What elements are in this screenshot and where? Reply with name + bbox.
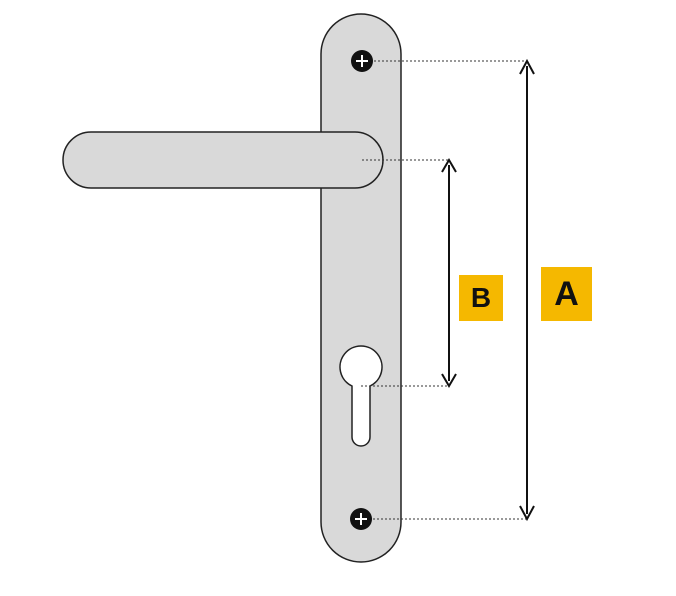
keyhole [339,345,383,447]
dimension-arrow-b [441,158,457,388]
screw-head-icon-bottom [350,508,372,530]
screw-head-icon-top [351,50,373,72]
dimension-label-a: A [541,267,592,321]
backplate [320,13,402,563]
dimension-label-b: B [459,275,503,321]
dimension-arrow-a [519,58,535,522]
lever-handle [62,131,384,189]
